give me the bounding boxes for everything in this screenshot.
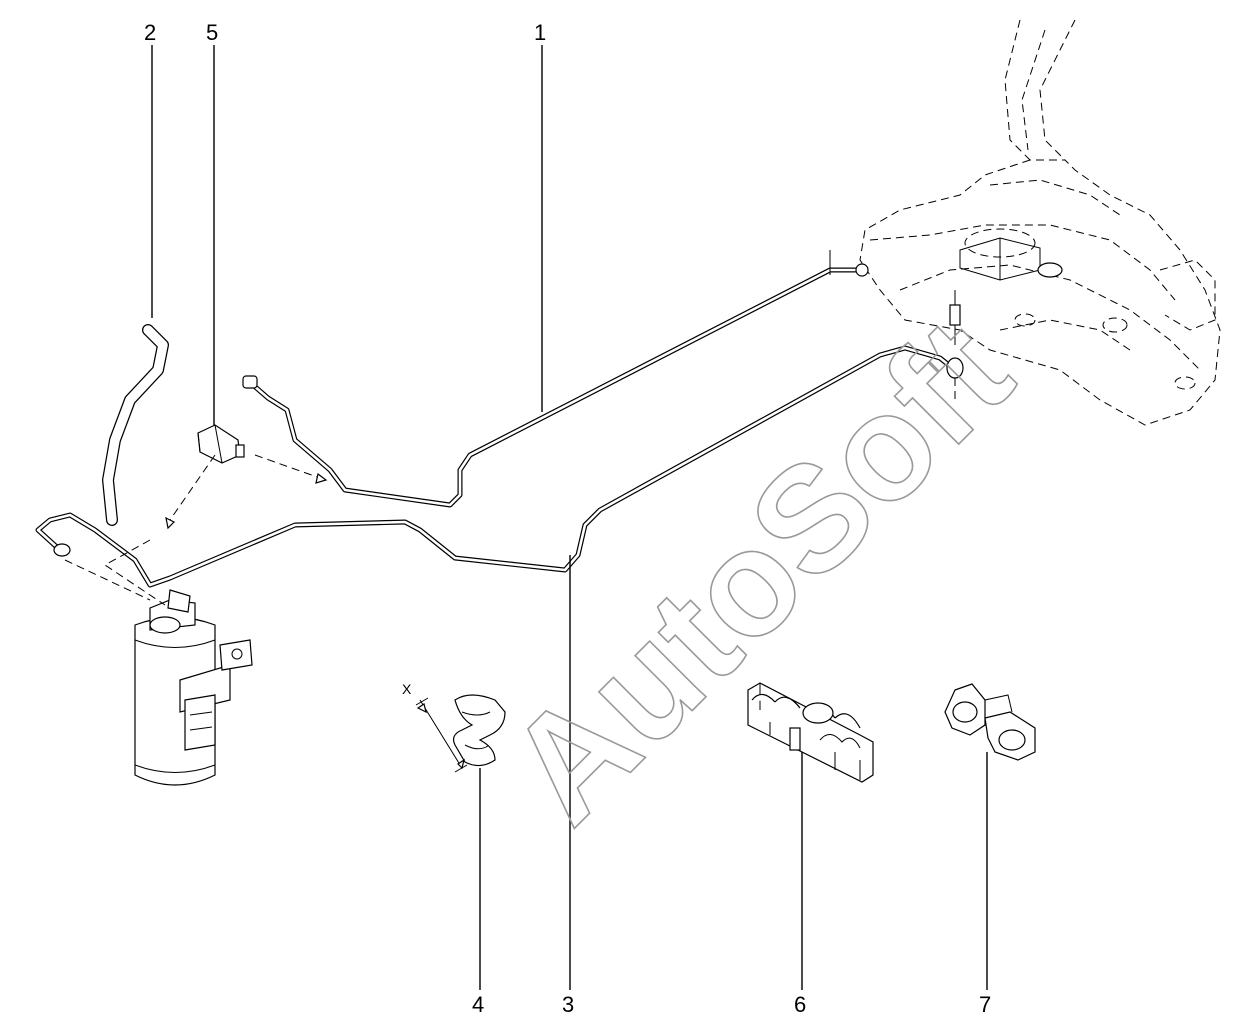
callout-3: 3: [562, 992, 574, 1017]
pipe-1: [242, 250, 869, 508]
callout-6: 6: [794, 992, 806, 1017]
callout-4: 4: [472, 992, 484, 1017]
carbon-canister: [134, 589, 253, 786]
callout-2: 2: [144, 20, 156, 45]
leader-lines: [151, 45, 988, 990]
callout-7: 7: [979, 992, 991, 1017]
clip-4: [415, 694, 506, 773]
clip-5: [197, 424, 245, 464]
fuel-tank: [859, 19, 1221, 426]
vapour-hose: [102, 324, 169, 526]
pipe-3: [35, 290, 964, 588]
guide-lines: [64, 378, 956, 606]
clip-7: [944, 683, 1036, 761]
dimension-x-label: X: [402, 681, 412, 697]
callout-5: 5: [206, 20, 218, 45]
callout-1: 1: [534, 20, 546, 45]
clip-6: [747, 682, 874, 783]
